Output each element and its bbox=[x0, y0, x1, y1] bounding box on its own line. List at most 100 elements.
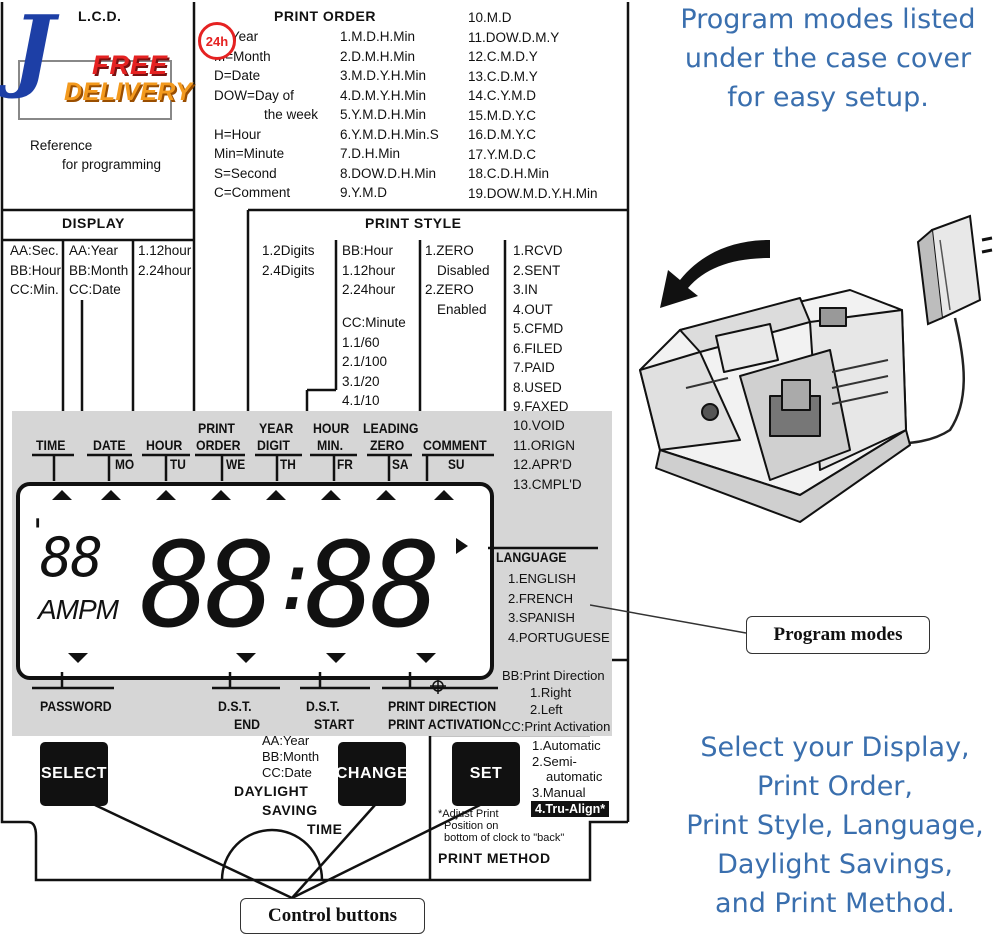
curved-arrow-icon bbox=[660, 240, 770, 308]
change-button[interactable]: CHANGE bbox=[336, 742, 408, 806]
up-arrow-icon bbox=[101, 490, 121, 500]
lcd-label-mo: MO bbox=[115, 456, 135, 472]
print-direction-list: BB:Print Direction 1.Right 2.Left CC:Pri… bbox=[502, 668, 611, 734]
lcd-digits-right: 88 bbox=[305, 516, 441, 654]
headline-bottom-line-5: and Print Method. bbox=[715, 888, 955, 919]
lcd-label-date: DATE bbox=[93, 437, 126, 453]
lcd-label-lines bbox=[32, 453, 494, 481]
lcd-label-print-activation: PRINT ACTIVATION bbox=[388, 716, 502, 732]
lcd-colon: : bbox=[272, 535, 321, 628]
dst-options: AA:Year BB:Month CC:Date bbox=[262, 733, 320, 780]
program-modes-pointer bbox=[590, 604, 747, 634]
language-title: LANGUAGE bbox=[496, 549, 567, 565]
display-title: DISPLAY bbox=[62, 215, 125, 231]
lcd-label-year-2: DIGIT bbox=[257, 437, 290, 453]
dst-title-1: DAYLIGHT bbox=[234, 783, 309, 799]
down-arrow-icon bbox=[326, 653, 346, 663]
down-arrow-icon bbox=[68, 653, 88, 663]
print-style-comments-more: 10.VOID 11.ORIGN 12.APR'D 13.CMPL'D bbox=[513, 418, 582, 492]
lcd-label-dst-start-2: START bbox=[314, 716, 355, 732]
down-arrow-icon bbox=[236, 653, 256, 663]
print-style-title: PRINT STYLE bbox=[365, 215, 462, 231]
dst-title-3: TIME bbox=[307, 821, 343, 837]
up-arrow-icon bbox=[434, 490, 454, 500]
print-style-hour: BB:Hour 1.12hour 2.24hour bbox=[342, 243, 396, 297]
up-arrow-icon bbox=[266, 490, 286, 500]
headline-bottom-line-2: Print Order, bbox=[756, 771, 913, 802]
lcd-digits-left: 88 bbox=[140, 516, 276, 654]
program-modes-callout: Program modes bbox=[746, 616, 930, 654]
display-list-2: AA:Year BB:Month CC:Date bbox=[69, 243, 129, 297]
print-order-list-1: 1.M.D.H.Min 2.D.M.H.Min 3.M.D.Y.H.Min 4.… bbox=[340, 29, 439, 200]
lcd-ref-note-2: for programming bbox=[62, 157, 162, 172]
lcd-label-dst-end-2: END bbox=[234, 716, 261, 732]
lcd-label-sa: SA bbox=[392, 456, 409, 472]
lcd-label-print-order-1: PRINT bbox=[198, 420, 235, 436]
headline-top-line-3: for easy setup. bbox=[727, 82, 929, 113]
lcd-label-comment: COMMENT bbox=[423, 437, 487, 453]
set-button[interactable]: SET bbox=[452, 742, 520, 806]
lcd-ref-note-1: Reference bbox=[30, 138, 93, 153]
headline-top: Program modes listed under the case cove… bbox=[658, 0, 998, 117]
control-buttons-callout: Control buttons bbox=[240, 898, 425, 934]
up-arrow-icon bbox=[211, 490, 231, 500]
headline-bottom-line-3: Print Style, Language, bbox=[686, 810, 984, 841]
dst-title-2: SAVING bbox=[262, 802, 318, 818]
lcd-label-dst-start-1: D.S.T. bbox=[306, 698, 340, 714]
lcd-ref-title: L.C.D. bbox=[78, 8, 122, 24]
lcd-ampm: AMPM bbox=[38, 594, 119, 625]
print-order-list-2: 10.M.D 11.DOW.D.M.Y 12.C.M.D.Y 13.C.D.M.… bbox=[468, 10, 598, 201]
lcd-label-tu: TU bbox=[170, 456, 186, 472]
headline-bottom-line-1: Select your Display, bbox=[700, 732, 970, 763]
print-order-title: PRINT ORDER bbox=[274, 8, 376, 24]
lcd-label-time: TIME bbox=[36, 437, 66, 453]
lcd-label-hourmin-2: MIN. bbox=[317, 437, 344, 453]
lcd-label-th: TH bbox=[280, 456, 296, 472]
up-arrow-icon bbox=[376, 490, 396, 500]
display-list-3: 1.12hour 2.24hour bbox=[138, 243, 192, 278]
select-button[interactable]: SELECT bbox=[40, 742, 108, 806]
lcd-label-password: PASSWORD bbox=[40, 698, 112, 714]
headline-bottom-line-4: Daylight Savings, bbox=[717, 849, 953, 880]
display-list-1: AA:Sec. BB:Hour CC:Min. bbox=[10, 243, 62, 297]
24h-badge-icon: 24h bbox=[198, 22, 236, 60]
down-arrow-icon bbox=[416, 653, 436, 663]
lcd-label-print-direction: PRINT DIRECTION bbox=[388, 698, 497, 714]
language-options: 1.ENGLISH 2.FRENCH 3.SPANISH 4.PORTUGUES… bbox=[508, 571, 610, 645]
lcd-bottom-lines bbox=[32, 672, 498, 694]
lcd-label-su: SU bbox=[448, 456, 465, 472]
print-style-comments: 1.RCVD 2.SENT 3.IN 4.OUT 5.CFMD 6.FILED … bbox=[513, 243, 569, 414]
print-style-minute: CC:Minute 1.1/60 2.1/100 3.1/20 4.1/10 bbox=[342, 315, 406, 408]
lcd-label-hourmin-1: HOUR bbox=[313, 420, 350, 436]
print-style-zero: 1.ZERO Disabled 2.ZERO Enabled bbox=[425, 243, 490, 317]
language-line bbox=[488, 546, 598, 550]
lcd-label-fr: FR bbox=[337, 456, 353, 472]
print-style-digits: 1.2Digits 2.4Digits bbox=[262, 243, 315, 278]
print-method-note: *Adjust Print Position on bottom of cloc… bbox=[438, 808, 565, 844]
up-arrow-icon bbox=[156, 490, 176, 500]
lcd-label-leading-1: LEADING bbox=[363, 420, 419, 436]
print-method-options: 1.Automatic 2.Semi- automatic 3.Manual bbox=[532, 738, 603, 800]
headline-top-line-1: Program modes listed bbox=[680, 4, 976, 35]
up-arrow-icon bbox=[321, 490, 341, 500]
lcd-label-we: WE bbox=[226, 456, 246, 472]
lcd-label-year-1: YEAR bbox=[259, 420, 294, 436]
promo-free: FREE bbox=[92, 50, 169, 80]
machine-body bbox=[639, 289, 911, 523]
right-arrow-icon bbox=[456, 538, 468, 554]
print-order-legend: Y=Year M=Month D=Date DOW=Day of the wee… bbox=[214, 29, 319, 200]
lcd-arrows bbox=[52, 490, 468, 663]
control-panel-diagram: L.C.D. Reference for programming PRINT O… bbox=[0, 2, 630, 934]
lcd-label-print-order-2: ORDER bbox=[196, 437, 241, 453]
up-arrow-icon bbox=[52, 490, 72, 500]
lcd-label-leading-2: ZERO bbox=[370, 437, 405, 453]
headline-top-line-2: under the case cover bbox=[684, 43, 972, 74]
brand-logo: J bbox=[12, 0, 55, 102]
print-method-title: PRINT METHOD bbox=[438, 850, 551, 866]
lcd-small-digits: 88 bbox=[40, 526, 103, 589]
headline-bottom: Select your Display, Print Order, Print … bbox=[672, 728, 998, 923]
time-clock-illustration bbox=[639, 214, 993, 523]
lcd-screen bbox=[16, 482, 494, 680]
promo-delivery: DELIVERY bbox=[64, 78, 193, 106]
lcd-apostrophe: ' bbox=[33, 512, 43, 552]
